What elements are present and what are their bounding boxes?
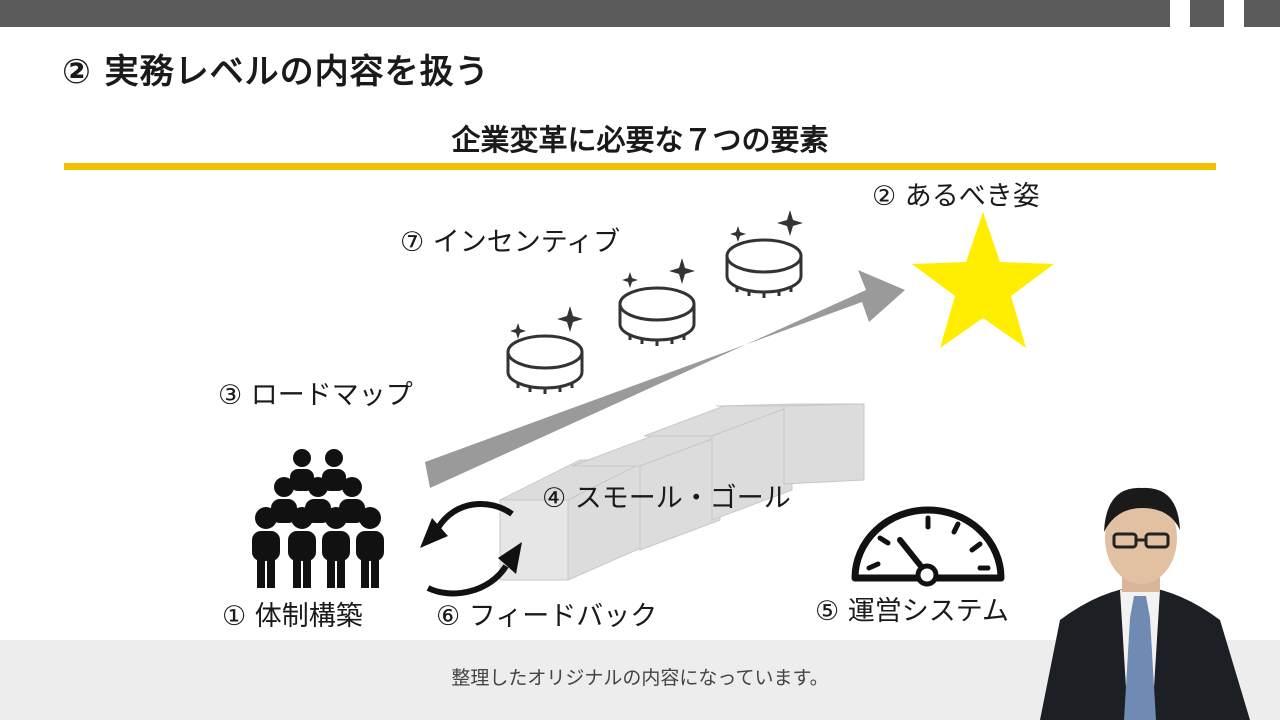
glasses-icon <box>1112 532 1170 549</box>
element-label-e2: ② あるべき姿 <box>872 181 1040 212</box>
top-bar-block <box>1190 0 1224 27</box>
element-label-e6: ⑥ フィードバック <box>436 601 658 632</box>
coin-icon <box>618 286 696 346</box>
presenter-video <box>1040 487 1250 720</box>
top-bar-block <box>1244 0 1280 27</box>
subtitle-caption: 整理したオリジナルの内容になっています。 <box>451 667 829 689</box>
stairs-icon <box>499 403 865 581</box>
sparkle-icon <box>510 210 803 366</box>
star-icon <box>912 212 1054 348</box>
presenter-face <box>1105 492 1177 584</box>
top-bar <box>0 0 1170 27</box>
element-label-e3: ③ ロードマップ <box>218 380 413 411</box>
element-label-e7: ⑦ インセンティブ <box>400 227 621 258</box>
coin-icon <box>506 334 584 394</box>
roadmap-arrow-icon <box>425 270 905 488</box>
people-group-icon <box>252 449 384 588</box>
cycle-arrows-icon <box>426 500 514 597</box>
element-label-e4: ④ スモール・ゴール <box>542 483 791 514</box>
coin-icon <box>725 238 803 298</box>
yellow-divider <box>64 163 1216 170</box>
presenter-hair <box>1104 487 1180 532</box>
slide-subtitle: 企業変革に必要な７つの要素 <box>451 123 829 157</box>
gauge-icon <box>851 506 1005 582</box>
element-label-e1: ① 体制構築 <box>222 601 363 632</box>
element-label-e5: ⑤ 運営システム <box>815 596 1009 627</box>
slide-title: ② 実務レベルの内容を扱う <box>62 52 490 92</box>
presenter-tie <box>1124 596 1156 720</box>
